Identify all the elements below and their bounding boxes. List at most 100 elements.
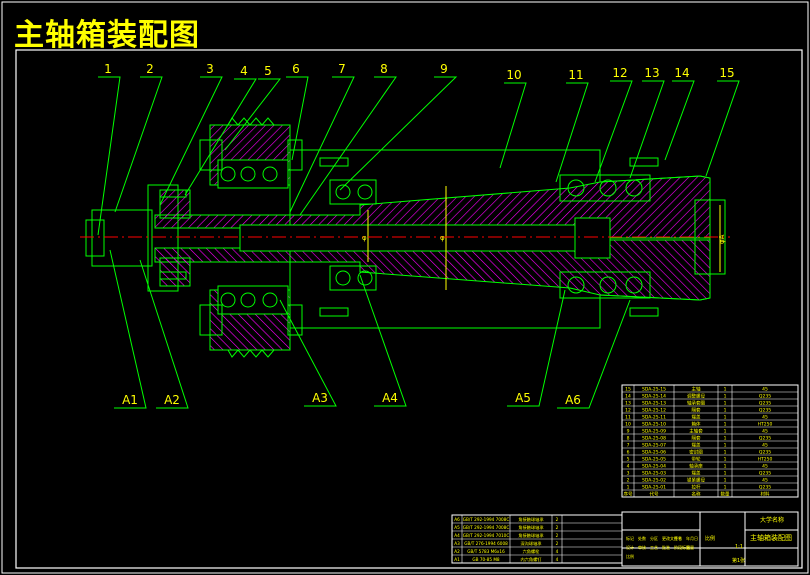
section-label-a2: A2 bbox=[164, 393, 180, 407]
parts-cell-qty: 1 bbox=[724, 485, 727, 491]
parts-cell-no: 10 bbox=[625, 422, 631, 428]
title-block-sheet: 第1张 bbox=[732, 557, 745, 564]
part-number-13: 13 bbox=[644, 66, 659, 80]
parts-cell-no: 15 bbox=[625, 387, 631, 393]
bearing-a5-a6-bottom bbox=[559, 271, 651, 299]
parts-cell-no: 12 bbox=[625, 408, 631, 414]
std-cell-qty: 2 bbox=[556, 541, 559, 546]
std-cell-name: 角接触球轴承 bbox=[518, 532, 544, 539]
parts-cell-material: HT250 bbox=[758, 457, 773, 463]
parts-cell-no: 6 bbox=[627, 450, 630, 456]
parts-cell-qty: 1 bbox=[724, 401, 727, 407]
title-block-label: 比例 bbox=[626, 553, 634, 559]
std-cell-name: 角接触球轴承 bbox=[518, 524, 544, 531]
drawbar-cap bbox=[85, 219, 105, 257]
callout-leader-14 bbox=[664, 80, 695, 161]
std-cell-code: GB/T 292-1994 7010C bbox=[463, 533, 510, 538]
callout-leader-15 bbox=[705, 80, 740, 177]
parts-header-material: 材料 bbox=[761, 491, 770, 498]
parts-cell-no: 9 bbox=[627, 429, 630, 435]
title-block-label: 签名 bbox=[674, 535, 682, 541]
parts-cell-name: 锁紧螺母 bbox=[687, 477, 705, 484]
dim-mark-1: φ bbox=[362, 234, 367, 242]
parts-cell-qty: 1 bbox=[724, 415, 727, 421]
std-cell-qty: 2 bbox=[556, 525, 559, 530]
parts-cell-no: 8 bbox=[627, 436, 630, 442]
section-label-a1: A1 bbox=[122, 393, 138, 407]
parts-cell-no: 13 bbox=[625, 401, 631, 407]
std-cell-no: A2 bbox=[454, 549, 460, 554]
title-block: 大学名称 主轴箱装配图 比例 1:1 第1张 标记处数分区更改文件号签名年月日设… bbox=[621, 511, 799, 567]
dim-mark-2: φ bbox=[440, 234, 445, 242]
std-cell-name: 角接触球轴承 bbox=[518, 516, 544, 523]
parts-cell-qty: 1 bbox=[724, 478, 727, 484]
spindle-taper-bore bbox=[574, 217, 611, 259]
section-label-a5: A5 bbox=[515, 391, 531, 405]
std-cell-no: A4 bbox=[454, 533, 460, 538]
parts-cell-qty: 1 bbox=[724, 422, 727, 428]
title-block-label: 年月日 bbox=[686, 535, 698, 541]
inner-frame bbox=[15, 49, 803, 569]
bolt-left-bottom bbox=[159, 271, 187, 280]
parts-cell-code: SDA-25-08 bbox=[642, 436, 666, 442]
parts-cell-material: 45 bbox=[762, 478, 768, 484]
parts-cell-no: 2 bbox=[627, 478, 630, 484]
section-label-a3: A3 bbox=[312, 391, 328, 405]
bearing-a4-bottom bbox=[329, 265, 377, 291]
parts-cell-material: 45 bbox=[762, 443, 768, 449]
parts-cell-qty: 1 bbox=[724, 436, 727, 442]
std-cell-no: A3 bbox=[454, 541, 460, 546]
part-number-9: 9 bbox=[440, 62, 448, 76]
std-cell-name: 六角螺栓 bbox=[523, 548, 541, 555]
std-cell-qty: 4 bbox=[556, 549, 559, 554]
callout-leader-8 bbox=[299, 76, 397, 216]
std-cell-qty: 2 bbox=[556, 517, 559, 522]
callout-leader-2 bbox=[114, 76, 163, 213]
left-bearing-housing bbox=[147, 184, 179, 292]
parts-cell-code: SDA-25-03 bbox=[642, 471, 666, 477]
parts-cell-code: SDA-25-14 bbox=[642, 394, 666, 400]
parts-cell-qty: 1 bbox=[724, 387, 727, 393]
spindle-bore bbox=[239, 224, 611, 252]
parts-cell-material: 45 bbox=[762, 464, 768, 470]
title-block-label: 更改文件号 bbox=[662, 535, 682, 541]
parts-cell-code: SDA-25-02 bbox=[642, 478, 666, 484]
part-number-15: 15 bbox=[719, 66, 734, 80]
bolt-top-right bbox=[629, 157, 659, 167]
part-number-4: 4 bbox=[240, 64, 248, 78]
callout-leader-4 bbox=[184, 78, 257, 196]
parts-cell-material: HT250 bbox=[758, 422, 773, 428]
std-cell-code: GB/T 292-1994 7008C bbox=[463, 525, 510, 530]
parts-cell-material: Q235 bbox=[759, 394, 771, 400]
parts-cell-name: 隔套 bbox=[692, 407, 701, 414]
title-block-label: 设计 bbox=[626, 544, 634, 550]
part-number-5: 5 bbox=[264, 64, 272, 78]
parts-cell-name: 拉杆 bbox=[692, 484, 701, 491]
std-cell-no: A1 bbox=[454, 557, 460, 562]
parts-cell-code: SDA-25-07 bbox=[642, 443, 666, 449]
parts-cell-material: Q235 bbox=[759, 436, 771, 442]
bearing-a5-a6-top bbox=[559, 174, 651, 202]
part-number-8: 8 bbox=[380, 62, 388, 76]
parts-cell-code: SDA-25-09 bbox=[642, 429, 666, 435]
std-cell-qty: 4 bbox=[556, 557, 559, 562]
parts-cell-code: SDA-25-13 bbox=[642, 401, 666, 407]
callout-leader-6 bbox=[286, 76, 309, 161]
parts-header-code: 代号 bbox=[650, 491, 659, 498]
callout-leader-1 bbox=[97, 76, 121, 236]
parts-cell-qty: 1 bbox=[724, 464, 727, 470]
parts-cell-no: 7 bbox=[627, 443, 630, 449]
title-block-label: 阶段标记 bbox=[674, 544, 690, 550]
title-block-label: 重量 bbox=[686, 544, 694, 550]
part-number-12: 12 bbox=[612, 66, 627, 80]
parts-cell-no: 1 bbox=[627, 485, 630, 491]
parts-cell-name: 调整螺母 bbox=[687, 393, 705, 400]
parts-cell-no: 3 bbox=[627, 471, 630, 477]
bolt-bottom-right bbox=[629, 307, 659, 317]
bolt-bottom-left bbox=[319, 307, 349, 317]
spindle-nose bbox=[694, 199, 726, 275]
parts-cell-name: 端盖 bbox=[692, 442, 701, 449]
bearing-a4-top bbox=[329, 179, 377, 205]
parts-cell-code: SDA-25-11 bbox=[642, 415, 666, 421]
